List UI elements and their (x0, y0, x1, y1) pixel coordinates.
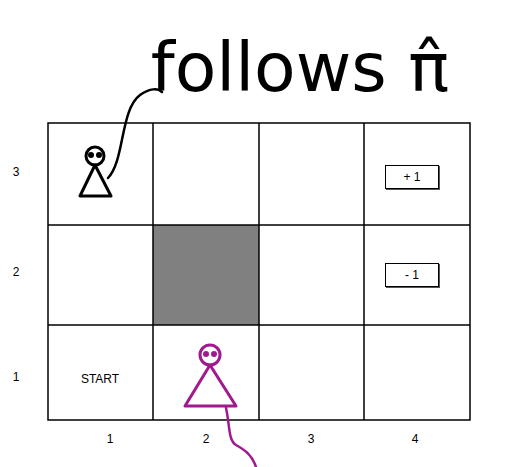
agent-figure-magenta (185, 345, 256, 467)
row-number: 3 (13, 166, 20, 179)
row-number: 1 (13, 371, 20, 384)
agent-figure (80, 89, 162, 196)
start-label: START (81, 373, 119, 386)
value-text: - 1 (405, 268, 419, 282)
column-number: 3 (308, 433, 315, 446)
column-number: 4 (412, 433, 419, 446)
reward-box: + 1 (385, 165, 439, 189)
row-number: 2 (13, 266, 20, 279)
column-number: 1 (107, 433, 114, 446)
penalty-box: - 1 (385, 263, 439, 287)
grid-lines (48, 123, 470, 420)
value-text: + 1 (403, 170, 420, 184)
handwritten-note: follows π̂ (151, 31, 450, 106)
column-number: 2 (203, 433, 210, 446)
wall-cell (153, 225, 259, 325)
